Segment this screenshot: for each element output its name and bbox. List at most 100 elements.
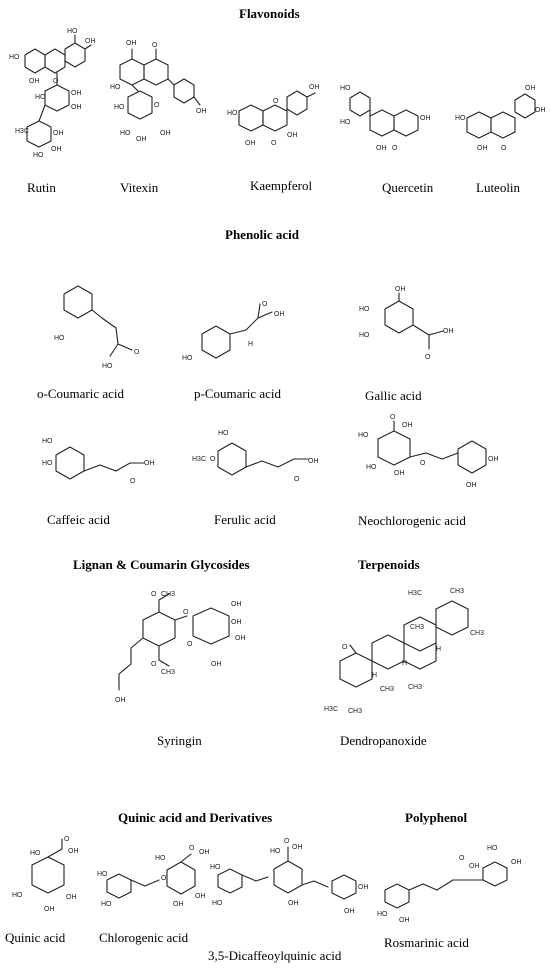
label-syringin: Syringin: [157, 733, 202, 748]
svg-text:HO: HO: [155, 855, 166, 862]
svg-text:HO: HO: [42, 460, 53, 467]
svg-text:CH3: CH3: [380, 686, 394, 693]
svg-text:HO: HO: [33, 152, 44, 159]
svg-text:O: O: [151, 591, 157, 598]
svg-text:CH3: CH3: [408, 684, 422, 691]
svg-text:OH: OH: [288, 900, 299, 907]
svg-text:HO: HO: [366, 464, 377, 471]
svg-text:CH3: CH3: [470, 630, 484, 637]
svg-text:OH: OH: [211, 661, 222, 668]
svg-text:OH: OH: [173, 901, 184, 908]
label-kaempferol: Kaempferol: [250, 178, 313, 193]
svg-text:OH: OH: [196, 108, 207, 115]
svg-text:OH: OH: [51, 146, 62, 153]
svg-text:OH: OH: [399, 917, 410, 924]
svg-text:OH: OH: [309, 84, 320, 91]
label-vitexin: Vitexin: [120, 180, 159, 195]
svg-text:O: O: [273, 98, 279, 105]
svg-text:OH: OH: [199, 849, 210, 856]
svg-text:H: H: [372, 672, 377, 679]
svg-text:O: O: [210, 456, 216, 463]
svg-text:CH3: CH3: [410, 624, 424, 631]
svg-text:HO: HO: [210, 864, 221, 871]
svg-text:O: O: [134, 349, 140, 356]
svg-text:OH: OH: [195, 893, 206, 900]
svg-text:HO: HO: [42, 438, 53, 445]
svg-text:OH: OH: [66, 894, 77, 901]
heading-terpenoids: Terpenoids: [358, 557, 420, 572]
svg-text:OH: OH: [160, 130, 171, 137]
label-dendropanoxide: Dendropanoxide: [340, 733, 427, 748]
svg-text:CH3: CH3: [450, 588, 464, 595]
label-luteolin: Luteolin: [476, 180, 521, 195]
label-neochlorogenic-acid: Neochlorogenic acid: [358, 513, 466, 528]
heading-phenolic-acid: Phenolic acid: [225, 227, 300, 242]
label-quinic-acid: Quinic acid: [5, 930, 66, 945]
svg-text:OH: OH: [488, 456, 499, 463]
svg-text:CH3: CH3: [348, 708, 362, 715]
label-dicaffeoylquinic-acid: 3,5-Dicaffeoylquinic acid: [208, 948, 342, 963]
svg-text:OH: OH: [115, 697, 126, 704]
svg-text:OH: OH: [29, 78, 40, 85]
svg-text:OH: OH: [71, 90, 82, 97]
heading-lignan-coumarin: Lignan & Coumarin Glycosides: [73, 557, 250, 572]
svg-text:HO: HO: [358, 432, 369, 439]
svg-text:OH: OH: [231, 619, 242, 626]
svg-text:O: O: [161, 875, 167, 882]
svg-text:O: O: [189, 845, 195, 852]
label-o-coumaric-acid: o-Coumaric acid: [37, 386, 124, 401]
svg-text:OH: OH: [308, 458, 319, 465]
svg-text:H3C: H3C: [192, 456, 206, 463]
svg-text:OH: OH: [511, 859, 522, 866]
svg-text:HO: HO: [227, 110, 238, 117]
caffeic-acid-structure: HO HO OH O: [40, 435, 165, 500]
svg-text:OH: OH: [235, 635, 246, 642]
svg-text:OH: OH: [144, 460, 155, 467]
svg-text:OH: OH: [535, 107, 546, 114]
svg-text:HO: HO: [30, 850, 41, 857]
svg-text:OH: OH: [245, 140, 256, 147]
svg-text:O: O: [501, 145, 507, 152]
svg-text:HO: HO: [340, 119, 351, 126]
svg-text:OH: OH: [358, 884, 369, 891]
svg-text:HO: HO: [102, 363, 113, 370]
svg-text:OH: OH: [466, 482, 477, 489]
svg-text:O: O: [425, 354, 431, 361]
svg-text:HO: HO: [340, 85, 351, 92]
svg-text:O: O: [130, 478, 136, 485]
svg-text:O: O: [262, 301, 268, 308]
svg-text:OH: OH: [376, 145, 387, 152]
svg-text:O: O: [151, 661, 157, 668]
svg-text:HO: HO: [120, 130, 131, 137]
label-rosmarinic-acid: Rosmarinic acid: [384, 935, 469, 950]
svg-text:CH3: CH3: [161, 591, 175, 598]
svg-text:OH: OH: [44, 906, 55, 913]
svg-text:O: O: [294, 476, 300, 483]
heading-flavonoids: Flavonoids: [239, 6, 300, 21]
svg-text:HO: HO: [54, 335, 65, 342]
label-caffeic-acid: Caffeic acid: [47, 512, 110, 527]
svg-text:H: H: [248, 341, 253, 348]
svg-text:H3C: H3C: [15, 128, 29, 135]
label-chlorogenic-acid: Chlorogenic acid: [99, 930, 189, 945]
svg-text:HO: HO: [114, 104, 125, 111]
svg-text:O: O: [342, 644, 348, 651]
svg-text:O: O: [152, 42, 158, 49]
svg-text:HO: HO: [12, 892, 23, 899]
svg-text:HO: HO: [270, 848, 281, 855]
o-coumaric-acid-structure: HO O HO: [50, 280, 160, 375]
label-p-coumaric-acid: p-Coumaric acid: [194, 386, 281, 401]
svg-text:HO: HO: [67, 28, 78, 35]
